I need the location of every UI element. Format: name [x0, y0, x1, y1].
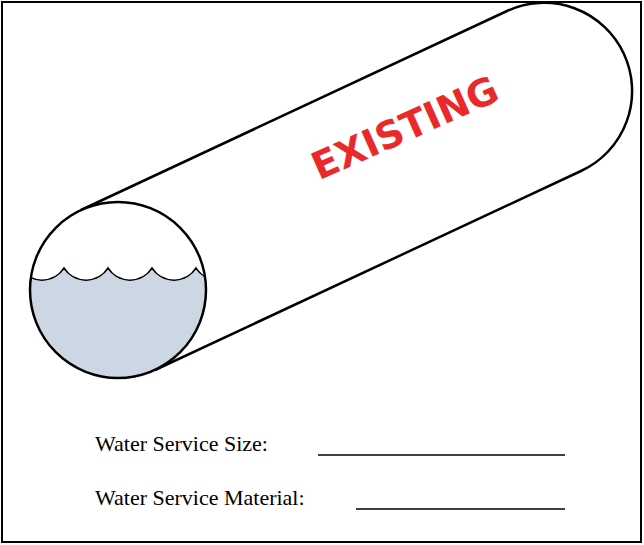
fill-in-line — [318, 454, 565, 456]
pipe-illustration — [0, 0, 644, 400]
pipe-end-outline — [30, 202, 206, 378]
form-label: Water Service Material: — [95, 485, 305, 511]
water-surface — [20, 268, 240, 280]
fill-in-line — [356, 508, 565, 510]
pipe-shape: EXISTING — [0, 0, 644, 400]
form-label: Water Service Size: — [95, 431, 268, 457]
